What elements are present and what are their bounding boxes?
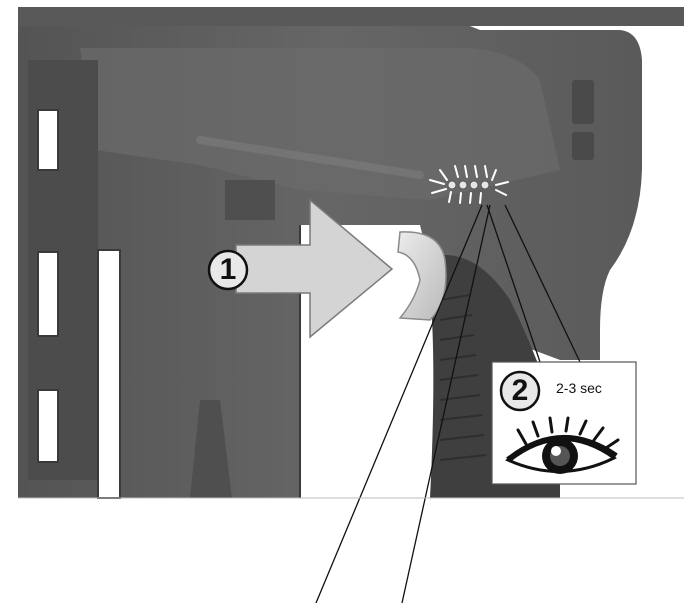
top-frame-bar <box>18 7 684 26</box>
step1-circle <box>209 251 247 289</box>
step2-circle <box>501 372 539 410</box>
step2-duration: 2-3 sec <box>556 380 602 396</box>
